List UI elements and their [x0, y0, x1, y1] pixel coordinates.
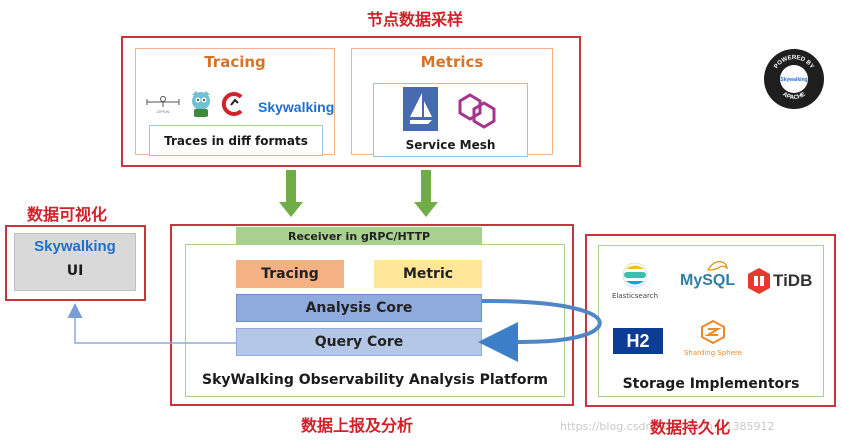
sharding-sphere-icon: [700, 319, 726, 345]
mysql-dolphin-icon: [706, 258, 728, 274]
istio-icon: [403, 87, 438, 131]
storage-label: Storage Implementors: [622, 376, 800, 392]
elasticsearch-label: Elasticsearch: [611, 292, 659, 300]
powered-by-badge: POWERED BY APACHE Skywalking: [763, 48, 825, 110]
ui-card: [14, 233, 136, 291]
h2-label: H2: [626, 330, 650, 351]
platform-name: SkyWalking Observability Analysis Platfo…: [202, 372, 548, 388]
analysis-core-label: Analysis Core: [305, 300, 413, 316]
ui-card-label: UI: [66, 263, 84, 279]
elasticsearch-icon: [622, 262, 648, 288]
down-arrow-right: [414, 170, 438, 218]
jaeger-icon: [186, 89, 216, 119]
down-arrow-left: [279, 170, 303, 218]
envoy-icon: [458, 93, 498, 129]
persist-title: 数据持久化: [650, 418, 731, 437]
badge-center-text: Skywalking: [780, 77, 807, 83]
query-core-box: Query Core: [236, 328, 482, 356]
tracing-module: Tracing: [236, 260, 344, 288]
query-core-label: Query Core: [314, 334, 404, 350]
mysql-logo: MySQL: [680, 270, 735, 290]
red-c-logo-icon: [221, 91, 247, 117]
tidb-icon: [748, 268, 770, 294]
zipkin-label: ZIPKIN: [157, 109, 170, 114]
traces-formats-box: Traces in diff formats: [149, 125, 323, 156]
metric-module: Metric: [374, 260, 482, 288]
h2-logo: H2: [613, 328, 663, 354]
ui-card-logo: Skywalking: [34, 238, 116, 255]
badge-bottom-text: APACHE: [781, 92, 806, 102]
receiver-bar: Receiver in gRPC/HTTP: [236, 227, 482, 245]
traces-formats-label: Traces in diff formats: [164, 133, 308, 148]
visualize-title: 数据可视化: [27, 205, 108, 224]
report-title: 数据上报及分析: [301, 416, 414, 435]
sharding-sphere-label: Sharding Sphere: [683, 349, 743, 357]
visualize-panel: [5, 225, 146, 301]
collect-panel: [121, 36, 581, 167]
tracing-panel-title: Tracing: [204, 53, 266, 71]
svg-text:APACHE: APACHE: [781, 92, 806, 102]
service-mesh-box: [373, 83, 528, 157]
analysis-core-box: Analysis Core: [236, 294, 482, 322]
watermark: https://blog.csdn.net/weixin_41385912: [560, 420, 775, 433]
metrics-panel-title: Metrics: [420, 53, 484, 71]
service-mesh-label: Service Mesh: [405, 138, 496, 152]
skywalking-logo: Skywalking: [258, 99, 335, 115]
zipkin-icon: ZIPKIN: [145, 94, 181, 114]
receiver-label: Receiver in gRPC/HTTP: [287, 229, 431, 243]
collect-title: 节点数据采样: [367, 10, 464, 29]
mysql-label: MySQL: [680, 272, 736, 289]
metric-module-label: Metric: [402, 266, 454, 282]
tracing-module-label: Tracing: [261, 266, 319, 282]
tidb-label: TiDB: [773, 271, 813, 290]
